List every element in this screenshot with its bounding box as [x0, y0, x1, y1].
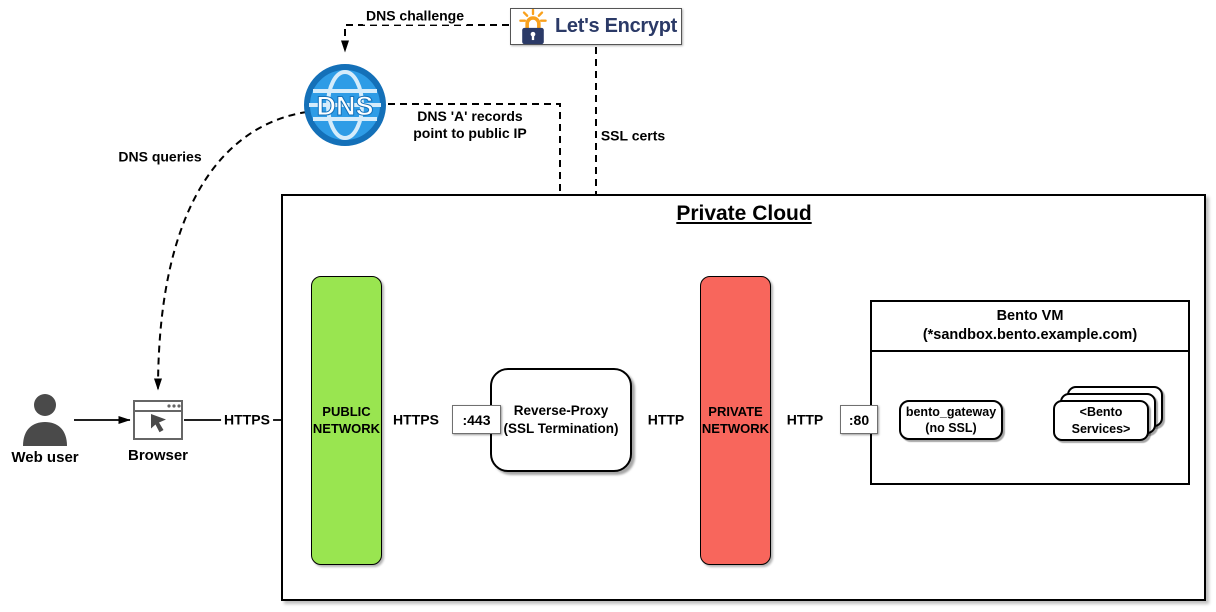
label-dns-challenge: DNS challenge [362, 7, 468, 25]
edge-dns-a-records [388, 103, 564, 364]
web-user-icon [23, 394, 67, 446]
edge-dns-challenge [341, 24, 509, 53]
bento-gateway-label-line1: bento_gateway [905, 404, 997, 419]
label-dns-a-records-line1: DNS 'A' records [417, 108, 523, 125]
label-dns-a-records-line2: point to public IP [413, 125, 527, 141]
port-80-box: :80 [840, 405, 878, 434]
dns-globe-label: DNS [316, 91, 373, 121]
web-user-label: Web user [11, 449, 79, 466]
dns-globe-icon: DNS [304, 64, 386, 146]
reverse-proxy-label-line2: (SSL Termination) [503, 421, 619, 436]
bento-services-label-line2: Services> [1071, 421, 1131, 436]
bento-vm-title: Bento VM (*sandbox.bento.example.com) [872, 302, 1188, 352]
label-dns-queries: DNS queries [115, 148, 205, 166]
bento-services-stack: <Bento Services> [1053, 386, 1163, 441]
public-network-box: PUBLIC NETWORK [311, 276, 382, 565]
private-network-label-line2: NETWORK [701, 420, 770, 436]
public-network-label-line2: NETWORK [312, 420, 381, 436]
label-ssl-certs: SSL certs [597, 127, 669, 145]
public-network-label-line1: PUBLIC [322, 404, 371, 420]
bento-vm-title-line2: (*sandbox.bento.example.com) [922, 327, 1138, 343]
label-https-public: HTTPS [390, 411, 442, 429]
label-dns-a-records: DNS 'A' records point to public IP [410, 108, 530, 142]
reverse-proxy-box: Reverse-Proxy (SSL Termination) [490, 368, 632, 472]
bento-vm-title-line1: Bento VM [996, 308, 1064, 325]
bento-gateway-box: bento_gateway (no SSL) [899, 400, 1003, 440]
cursor-arrow-icon [151, 414, 166, 433]
reverse-proxy-label-line1: Reverse-Proxy [513, 402, 609, 418]
port-443-box: :443 [452, 405, 501, 434]
label-http-proxy: HTTP [644, 411, 688, 429]
private-cloud-title: Private Cloud [676, 202, 812, 225]
bento-services-card-front: <Bento Services> [1053, 400, 1149, 441]
lets-encrypt-label: Let's Encrypt [555, 15, 677, 37]
private-network-label-line1: PRIVATE [708, 404, 763, 420]
lets-encrypt-logo: Let's Encrypt [510, 8, 682, 45]
bento-services-label-line1: <Bento [1079, 405, 1123, 420]
label-http-private: HTTP [783, 411, 827, 429]
bento-gateway-label-line2: (no SSL) [925, 421, 977, 435]
edge-dns-queries [154, 111, 308, 391]
private-network-box: PRIVATE NETWORK [700, 276, 771, 565]
browser-label: Browser [127, 447, 189, 464]
lets-encrypt-lock-icon [519, 8, 547, 44]
browser-icon [133, 400, 183, 440]
label-https-browser: HTTPS [221, 411, 273, 429]
